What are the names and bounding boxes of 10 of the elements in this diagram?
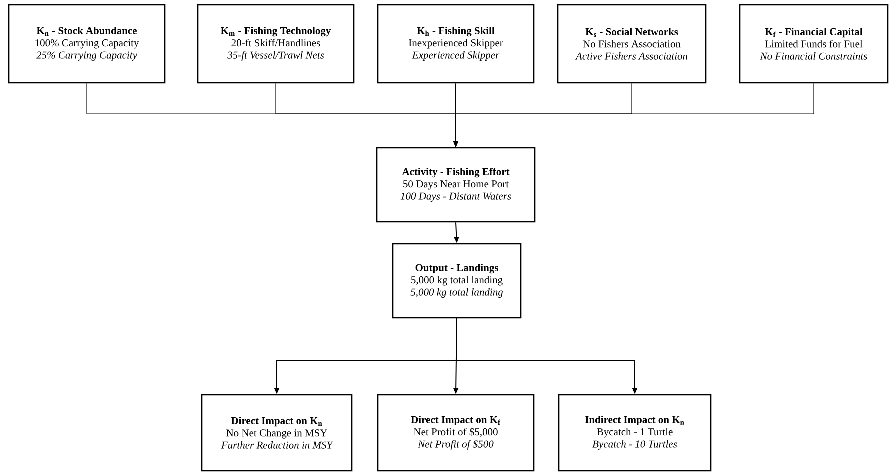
process-box: K$_{s}$ - Social Networks No Fishers Association Active Fishers Association xyxy=(557,4,707,84)
process-box: Activity - Fishing Effort 50 Days Near Home Port 100 Days - Distant Waters xyxy=(376,147,536,223)
process-box: Direct Impact on K$_{f}$ Net Profit of $5,000 Net Profit of $500 xyxy=(377,394,535,472)
process-box: K$_{m}$ - Fishing Technology 20-ft Skiff/Handlines 35-ft Vessel/Trawl Nets xyxy=(197,4,355,84)
process-box: Direct Impact on K$_{n}$ No Net Change in MSY Further Reduction in MSY xyxy=(201,394,353,472)
process-box: K$_{f}$ - Financial Capital Limited Funds for Fuel No Financial Constraints xyxy=(739,4,889,84)
process-box: Output - Landings 5,000 kg total landing 5,000 kg total landing xyxy=(392,243,522,319)
process-box: K$_{n}$ - Stock Abundance 100% Carrying Capacity 25% Carrying Capacity xyxy=(8,4,166,84)
process-box: K$_{h}$ - Fishing Skill Inexperienced Skipper Experienced Skipper xyxy=(377,4,535,84)
process-box: Indirect Impact on K$_{n}$ Bycatch - 1 Turtle Bycatch - 10 Turtles xyxy=(558,394,712,472)
